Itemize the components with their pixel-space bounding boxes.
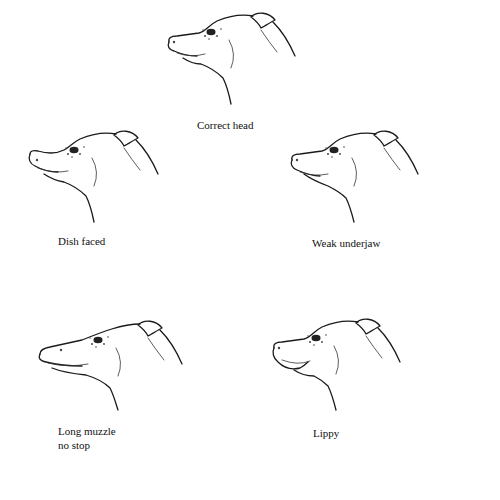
lippy-drawing [273,319,400,410]
figure-caption: Lippy [313,426,339,440]
dish-faced-drawing [29,131,158,222]
figure-caption: Correct head [197,118,254,132]
figure-caption: Long muzzle no stop [58,424,124,452]
weak-underjaw-drawing [291,131,418,222]
figure-caption: Dish faced [58,234,105,248]
correct-head-drawing [168,13,295,104]
figure-caption: Weak underjaw [312,236,380,250]
long-muzzle-drawing [39,321,182,410]
